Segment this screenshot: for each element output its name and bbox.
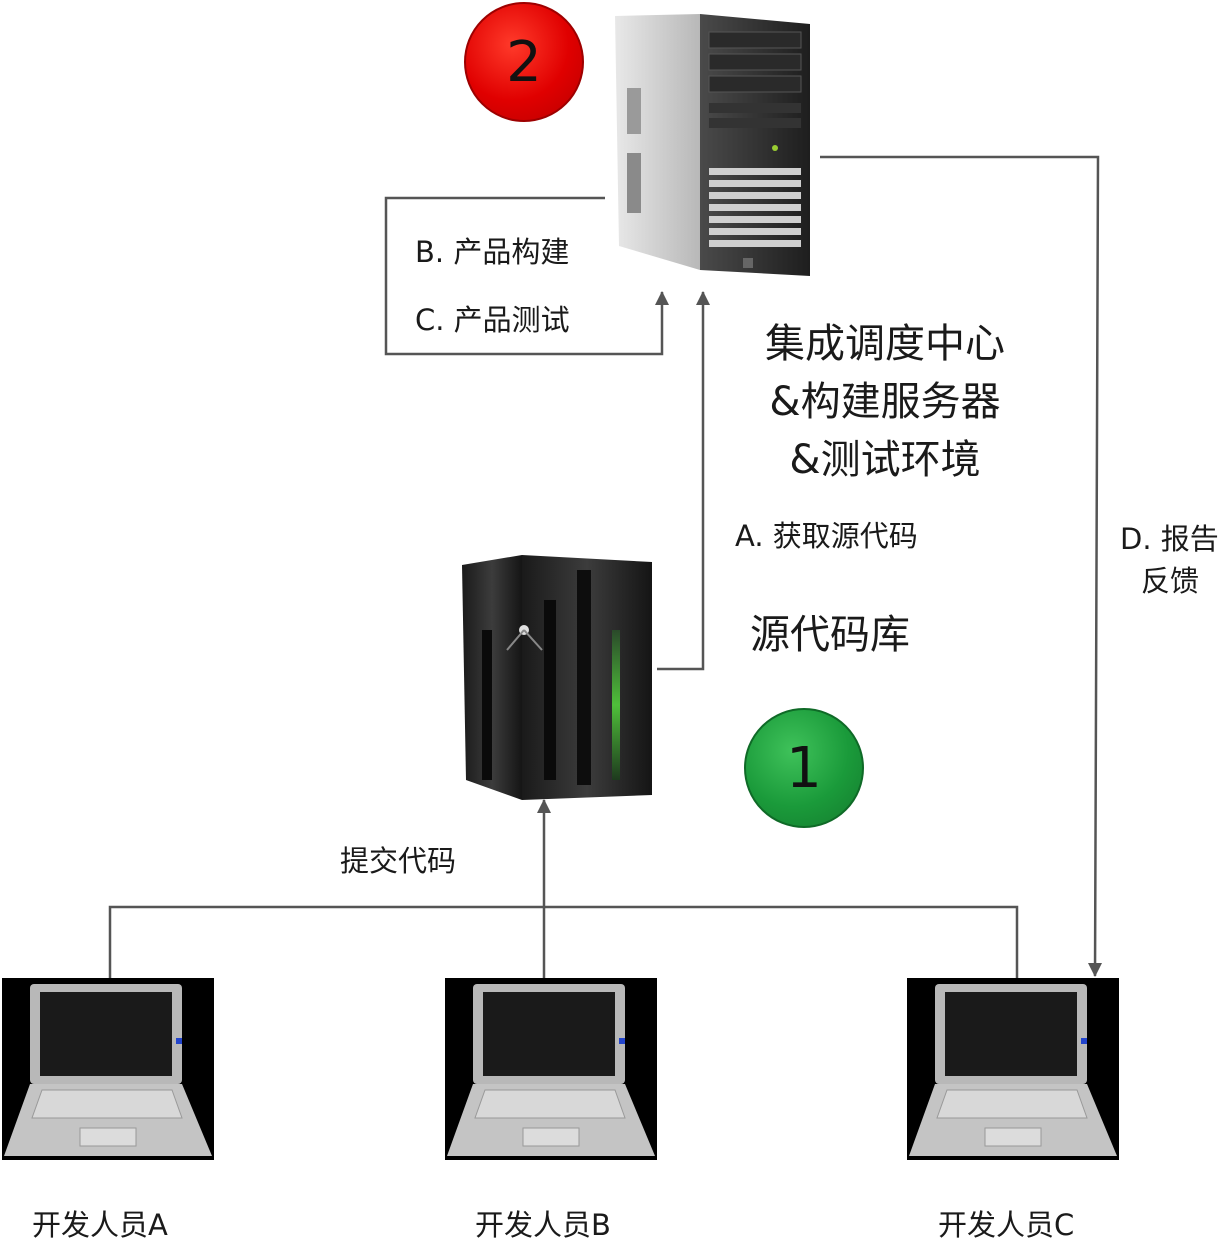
server-title-line-3: &测试环境 [789,437,981,483]
step-b-label: B. 产品构建 [415,235,570,269]
developer-c-label: 开发人员C [938,1208,1075,1242]
build-test-loop-line [384,196,669,356]
server-title-line-1: 集成调度中心 [765,321,1005,367]
step-1-number: 1 [786,735,822,801]
developer-b-label: 开发人员B [475,1208,611,1242]
developer-a-label: 开发人员A [32,1208,168,1242]
step-d-label-line-1: D. 报告 [1120,522,1219,556]
repository-server-icon [462,555,652,800]
laptop-a-icon [2,978,214,1160]
developer-bus-line [108,905,1019,978]
server-title: 集成调度中心 &构建服务器 &测试环境 [730,315,1040,489]
fetch-source-line [657,291,710,671]
step-1-badge: 1 [744,708,864,828]
laptop-c-icon [907,978,1119,1160]
step-d-label-line-2: 反馈 [1141,564,1200,598]
step-a-label: A. 获取源代码 [735,519,918,553]
step-2-number: 2 [506,29,542,95]
laptop-b-icon [445,978,657,1160]
step-2-badge: 2 [464,2,584,122]
server-title-line-2: &构建服务器 [769,379,1001,425]
report-feedback-line [820,155,1102,977]
build-server-icon [615,14,810,276]
repository-title: 源代码库 [750,612,910,658]
step-c-label: C. 产品测试 [415,303,570,337]
commit-label: 提交代码 [340,844,457,878]
